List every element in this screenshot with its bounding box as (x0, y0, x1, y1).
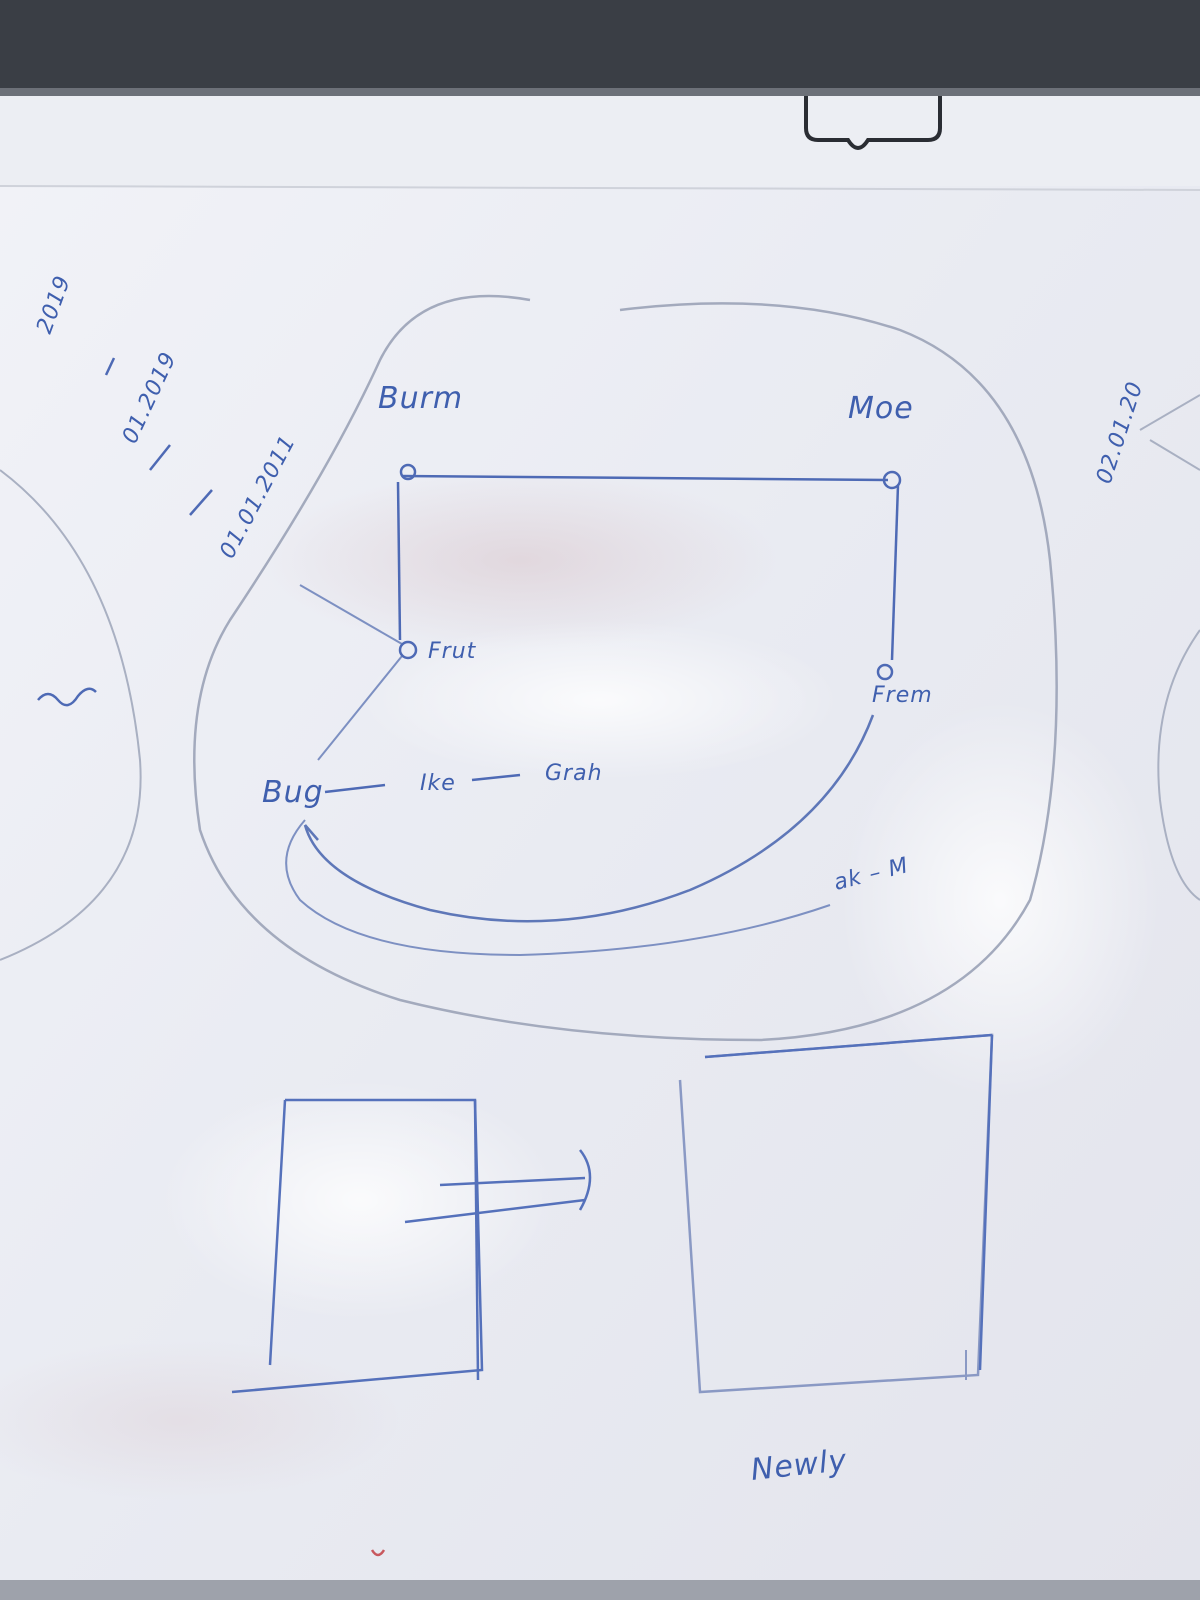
edge-frut-bug (317, 655, 403, 761)
node-label-frem: Frem (872, 683, 933, 708)
magnet-clip-icon (804, 96, 942, 150)
edge-burm-moe (401, 474, 889, 482)
box-left (231, 1098, 484, 1394)
ghost-oval-left (0, 469, 142, 961)
edge-moe-frem (890, 484, 900, 661)
chain-label-ike: Ike (420, 771, 456, 796)
node-frut-marker (398, 640, 418, 660)
outer-ribbon-curve (285, 819, 831, 957)
return-loop-curve (303, 714, 875, 923)
arrow-left-to-right (404, 1149, 592, 1224)
node-label-burm: Burm (378, 381, 463, 416)
outer-boundary-curve (193, 294, 1058, 1042)
node-moe-marker (882, 470, 902, 490)
node-frem-marker (876, 663, 894, 681)
edge-burm-frut (396, 481, 402, 641)
board-bottom-frame (0, 1580, 1200, 1600)
ghost-oval-right (1157, 629, 1200, 901)
chain-label-grah: Grah (545, 761, 603, 786)
node-label-frut: Frut (428, 639, 477, 664)
node-label-bug: Bug (262, 775, 324, 810)
node-label-moe: Moe (848, 391, 914, 426)
edge-date-frut (299, 584, 403, 645)
board-top-frame (0, 0, 1200, 92)
node-burm-marker (399, 463, 417, 481)
